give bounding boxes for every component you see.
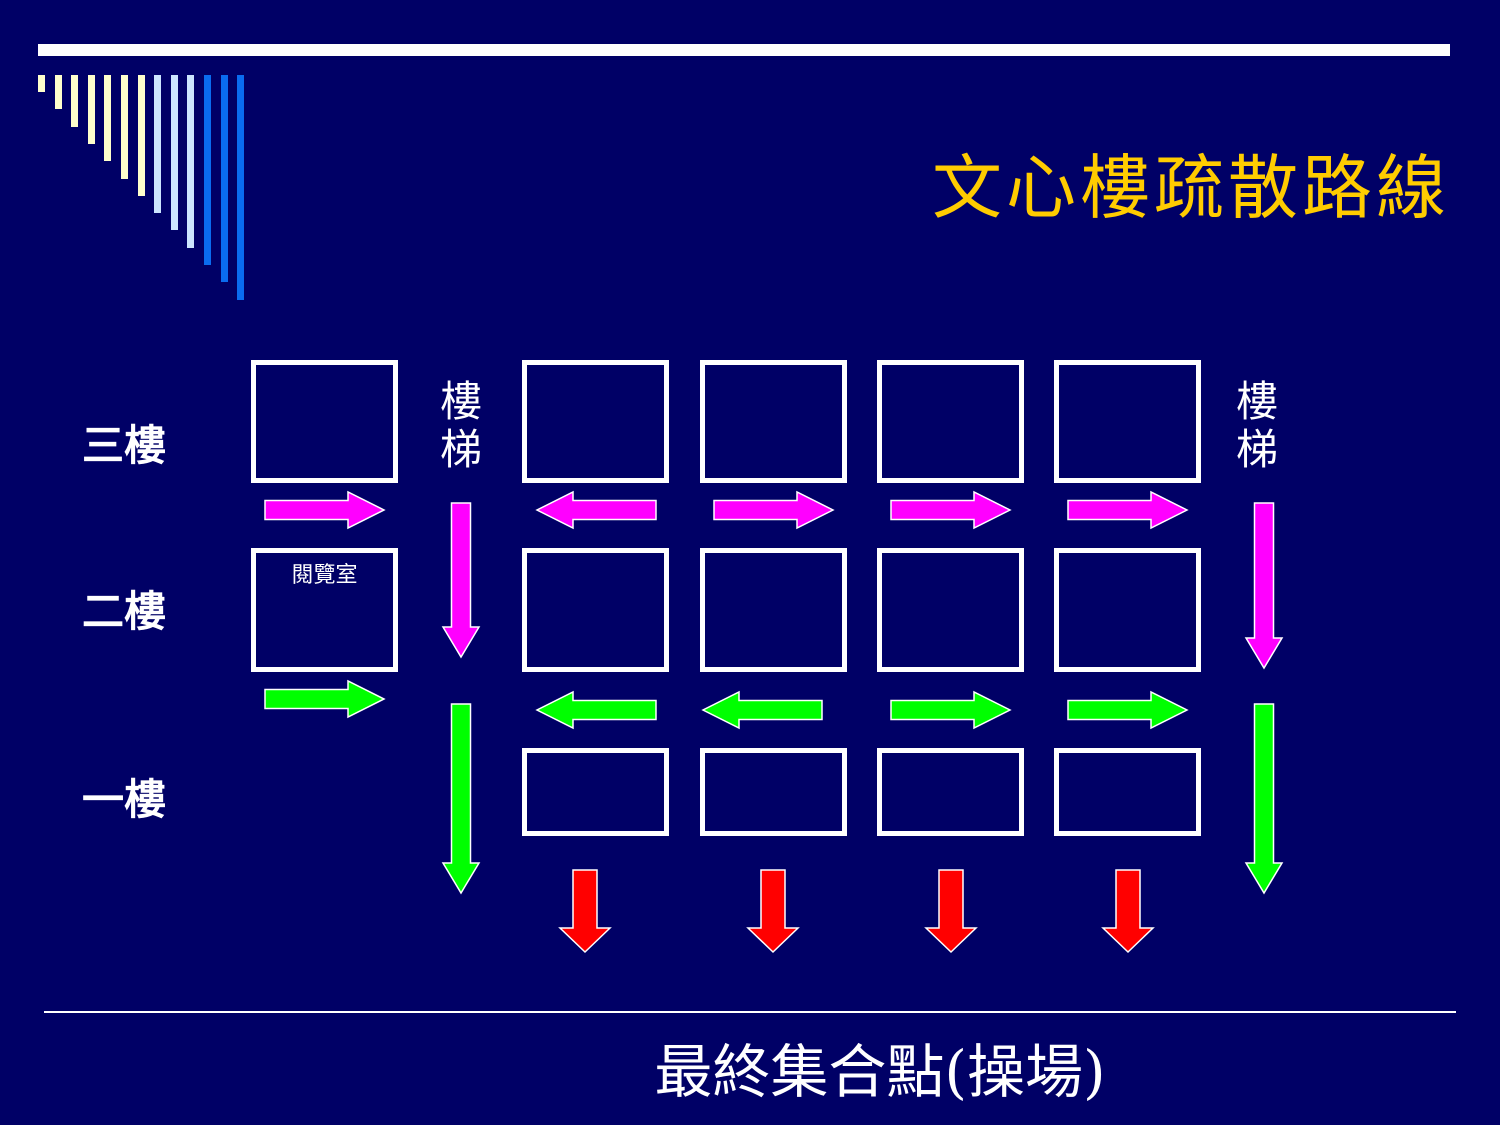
- decorative-stripe: [121, 75, 128, 179]
- arrow-right-icon: [890, 690, 1012, 730]
- room-2f-2: [522, 548, 669, 672]
- decorative-stripe: [204, 75, 211, 265]
- bottom-divider-line: [44, 1011, 1456, 1013]
- arrow-right-icon: [713, 490, 835, 530]
- reading-room-label: 閱覽室: [291, 563, 358, 588]
- assembly-point-label: 最終集合點(操場): [654, 1038, 1106, 1106]
- room-1f-4: [877, 748, 1024, 836]
- arrow-down-icon: [1244, 502, 1284, 670]
- slide-title: 文心樓疏散路線: [932, 147, 1450, 229]
- exit-arrow-down-icon: [746, 869, 800, 954]
- decorative-stripe: [137, 75, 145, 196]
- decorative-stripe: [187, 75, 195, 248]
- arrow-down-icon: [1244, 703, 1284, 895]
- decorative-stripe: [220, 75, 228, 283]
- decorative-stripe: [154, 75, 162, 214]
- decorative-stripe: [104, 75, 112, 162]
- arrow-right-icon: [890, 490, 1012, 530]
- arrow-down-icon: [441, 502, 481, 659]
- exit-arrow-down-icon: [558, 869, 612, 954]
- room-3f-5: [1054, 360, 1201, 483]
- exit-arrow-down-icon: [1101, 869, 1155, 954]
- arrow-left-icon: [701, 690, 823, 730]
- room-2f-3: [700, 548, 847, 672]
- arrow-right-icon: [1067, 690, 1189, 730]
- room-2f-4: [877, 548, 1024, 672]
- floor-label-first: 一樓: [82, 775, 167, 824]
- floor-label-second: 二樓: [82, 587, 167, 636]
- arrow-left-icon: [535, 490, 657, 530]
- stair-label-right: 樓梯: [1235, 377, 1278, 474]
- room-1f-5: [1054, 748, 1201, 836]
- decorative-stripe: [54, 75, 62, 110]
- arrow-down-icon: [441, 703, 481, 895]
- room-2f-5: [1054, 548, 1201, 672]
- room-3f-2: [522, 360, 669, 483]
- room-1f-3: [700, 748, 847, 836]
- room-reading-room: 閱覽室: [251, 548, 398, 672]
- decorative-stripe: [87, 75, 95, 144]
- stair-label-left: 樓梯: [439, 377, 482, 474]
- decorative-stripe: [237, 75, 245, 300]
- room-3f-1: [251, 360, 398, 483]
- room-3f-3: [700, 360, 847, 483]
- arrow-right-icon: [1067, 490, 1189, 530]
- arrow-left-icon: [535, 690, 657, 730]
- arrow-right-icon: [264, 679, 386, 719]
- exit-arrow-down-icon: [924, 869, 978, 954]
- decorative-stripe: [170, 75, 178, 231]
- floor-label-third: 三樓: [82, 421, 167, 470]
- decorative-stripe: [71, 75, 79, 127]
- arrow-right-icon: [264, 490, 386, 530]
- room-1f-2: [522, 748, 669, 836]
- decorative-stripe: [38, 75, 45, 92]
- title-divider-bar: [38, 44, 1450, 56]
- room-3f-4: [877, 360, 1024, 483]
